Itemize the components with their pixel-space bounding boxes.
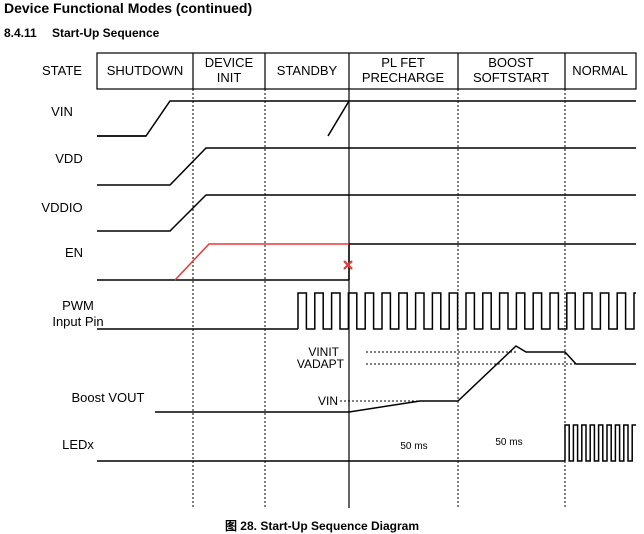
subsection-title: Start-Up Sequence bbox=[52, 26, 160, 40]
state-pl-fet-precharge-line2: PRECHARGE bbox=[362, 70, 445, 85]
subsection-number: 8.4.11 bbox=[4, 26, 37, 40]
signal-label-en: EN bbox=[65, 245, 83, 260]
annotation-precharge-time: 50 ms bbox=[400, 441, 427, 452]
annotation-softstart-time: 50 ms bbox=[495, 437, 522, 448]
state-header-label: STATE bbox=[42, 63, 82, 78]
signal-label-boost-vout: Boost VOUT bbox=[72, 390, 145, 405]
annotation-vadapt: VADAPT bbox=[297, 357, 345, 371]
state-table bbox=[96, 52, 637, 90]
signal-label-ledx: LEDx bbox=[62, 437, 94, 452]
signal-label-vin: VIN bbox=[51, 104, 73, 119]
waveform-en-high bbox=[348, 243, 636, 280]
state-table-frame bbox=[96, 52, 637, 90]
subsection-heading: 8.4.11 Start-Up Sequence bbox=[4, 26, 159, 40]
waveform-boost-vout bbox=[155, 345, 636, 413]
waveform-vddio bbox=[97, 194, 636, 232]
waveform-ledx bbox=[564, 424, 636, 462]
state-shutdown: SHUTDOWN bbox=[107, 63, 184, 78]
signal-label-vdd: VDD bbox=[55, 151, 82, 166]
waveform-vin bbox=[97, 100, 636, 137]
annotation-vinit: VINIT bbox=[308, 345, 339, 359]
state-normal: NORMAL bbox=[572, 63, 628, 78]
signal-label-vddio: VDDIO bbox=[41, 200, 82, 215]
section-title: Device Functional Modes (continued) bbox=[4, 0, 253, 16]
waveform-pwm bbox=[297, 292, 636, 330]
signal-label-input-pin: Input Pin bbox=[52, 314, 103, 329]
state-device-init-line1: DEVICE bbox=[205, 55, 254, 70]
annotation-vin-level: VIN bbox=[318, 394, 338, 408]
state-boost-softstart-line1: BOOST bbox=[488, 55, 534, 70]
state-boost-softstart-line2: SOFTSTART bbox=[473, 70, 549, 85]
en-fault-marker-icon bbox=[343, 260, 353, 270]
state-standby: STANDBY bbox=[277, 63, 338, 78]
figure-caption: 图 28. Start-Up Sequence Diagram bbox=[224, 519, 420, 533]
marker-stroke bbox=[343, 260, 353, 270]
vout-reference-levels bbox=[340, 351, 576, 402]
waveform-en-fault bbox=[174, 243, 349, 281]
signal-label-pwm: PWM bbox=[62, 298, 94, 313]
waveform-vin-standby-return bbox=[327, 100, 350, 137]
state-pl-fet-precharge-line1: PL FET bbox=[381, 55, 425, 70]
waveform-vdd bbox=[97, 147, 636, 186]
state-device-init-line2: INIT bbox=[217, 70, 242, 85]
